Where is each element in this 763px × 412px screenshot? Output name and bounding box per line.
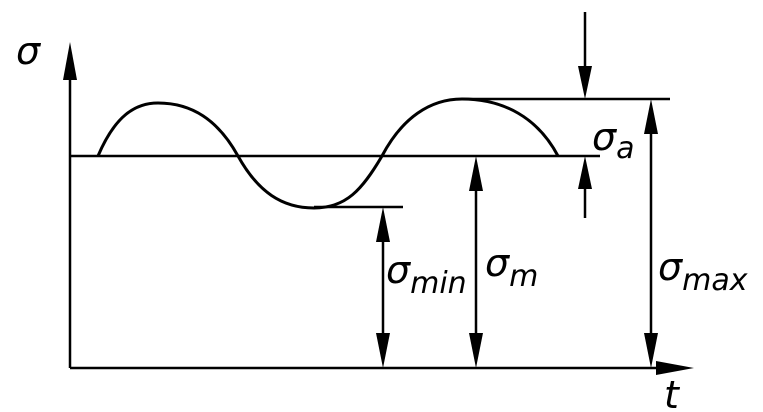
stress-curve [96, 97, 560, 210]
sigma-m-top-arrowhead [469, 156, 483, 191]
x-axis-label: t [664, 373, 681, 412]
x-axis-arrowhead [656, 361, 694, 375]
sigma-min-top-arrowhead [376, 207, 390, 242]
sigma-a-bottom-arrowhead [578, 156, 592, 189]
sigma-max-top-arrowhead [644, 99, 658, 134]
sigma-min-label: σmin [386, 248, 467, 301]
sigma-a-label: σa [592, 115, 634, 166]
sigma-m-label: σm [485, 241, 538, 294]
y-axis-label: σ [16, 29, 42, 73]
sigma-max-label: σmax [658, 245, 748, 298]
sigma-max-bottom-arrowhead [644, 333, 658, 368]
sigma-min-bottom-arrowhead [376, 333, 390, 368]
sigma-m-bottom-arrowhead [469, 333, 483, 368]
sigma-a-top-arrowhead [578, 66, 592, 99]
y-axis-arrowhead [63, 42, 77, 80]
